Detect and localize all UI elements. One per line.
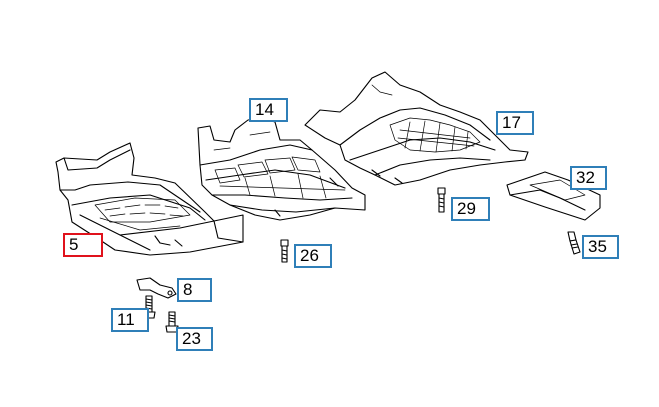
bolt-part-26[interactable] xyxy=(280,239,289,263)
callout-part-32[interactable]: 32 xyxy=(570,166,607,190)
callout-part-14[interactable]: 14 xyxy=(249,98,288,122)
rear-plate-part-32[interactable] xyxy=(506,171,601,221)
callout-part-23[interactable]: 23 xyxy=(176,327,213,351)
underbody-shield-rear-part-17[interactable] xyxy=(304,71,529,186)
underbody-shield-front-part-5[interactable] xyxy=(55,142,244,256)
callout-part-5[interactable]: 5 xyxy=(63,233,103,257)
underbody-shield-center-part-14[interactable] xyxy=(197,117,366,221)
callout-part-8[interactable]: 8 xyxy=(177,278,212,302)
callout-part-29[interactable]: 29 xyxy=(451,197,490,221)
callout-part-17[interactable]: 17 xyxy=(496,111,534,135)
bolt-part-23[interactable] xyxy=(165,311,179,333)
callout-part-26[interactable]: 26 xyxy=(294,244,332,268)
bolt-part-35[interactable] xyxy=(567,231,581,255)
callout-part-35[interactable]: 35 xyxy=(582,235,619,259)
callout-part-11[interactable]: 11 xyxy=(111,308,149,332)
bracket-part-8[interactable] xyxy=(136,277,177,299)
bolt-part-29[interactable] xyxy=(437,187,446,213)
